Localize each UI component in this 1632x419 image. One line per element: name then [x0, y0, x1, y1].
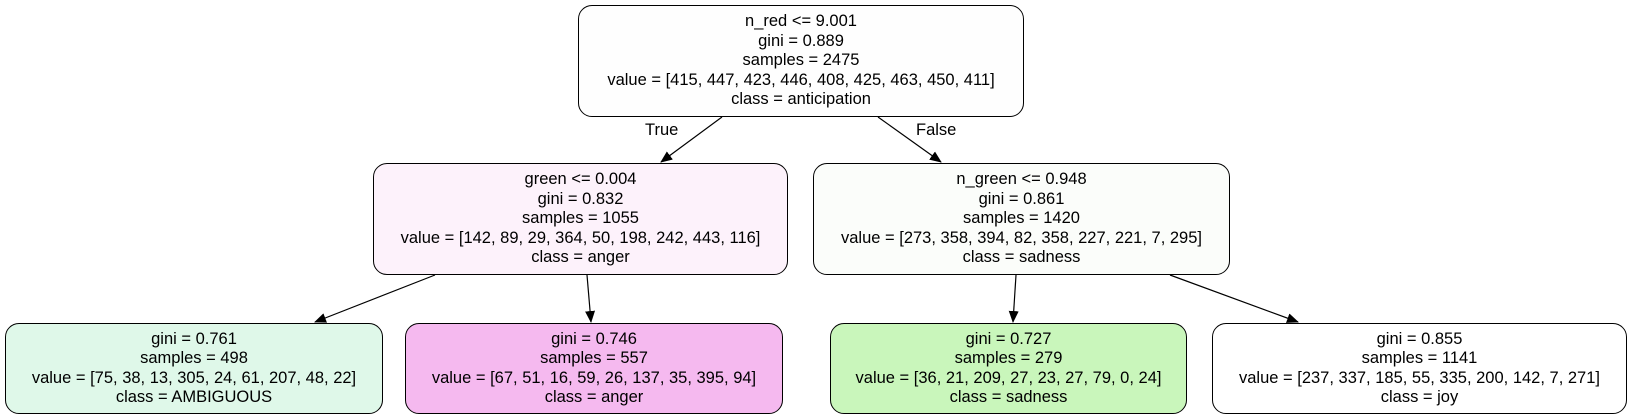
- node-samples-label: samples = 2475: [742, 51, 860, 70]
- node-gini-label: gini = 0.889: [758, 31, 844, 50]
- node-split-label: green <= 0.004: [524, 170, 637, 189]
- edge-left-leaf1: [314, 274, 436, 323]
- node-value-label: value = [75, 38, 13, 305, 24, 61, 207, 4…: [31, 368, 357, 387]
- node-gini-label: gini = 0.832: [537, 189, 624, 208]
- node-value-label: value = [273, 358, 394, 82, 358, 227, 22…: [840, 228, 1202, 247]
- tree-node-right: n_green <= 0.948 gini = 0.861 samples = …: [813, 163, 1230, 275]
- node-gini-label: gini = 0.761: [151, 329, 237, 348]
- node-class-label: class = AMBIGUOUS: [115, 388, 273, 406]
- edge-label-true: True: [645, 121, 679, 139]
- node-samples-label: samples = 1141: [1361, 349, 1478, 367]
- tree-node-left: green <= 0.004 gini = 0.832 samples = 10…: [373, 163, 788, 275]
- tree-leaf-3: gini = 0.727 samples = 279 value = [36, …: [830, 323, 1187, 414]
- node-value-label: value = [36, 21, 209, 27, 23, 27, 79, 0,…: [855, 368, 1162, 387]
- node-value-label: value = [67, 51, 16, 59, 26, 137, 35, 39…: [431, 368, 757, 387]
- tree-leaf-4: gini = 0.855 samples = 1141 value = [237…: [1212, 323, 1627, 414]
- node-gini-label: gini = 0.727: [965, 329, 1052, 348]
- tree-leaf-1: gini = 0.761 samples = 498 value = [75, …: [5, 323, 383, 414]
- tree-node-root: n_red <= 9.001 gini = 0.889 samples = 24…: [578, 5, 1024, 117]
- edge-root-left: [660, 116, 723, 163]
- node-class-label: class = anticipation: [731, 90, 871, 109]
- node-split-label: n_green <= 0.948: [956, 170, 1087, 189]
- edge-right-leaf3: [1008, 274, 1019, 323]
- node-gini-label: gini = 0.855: [1376, 329, 1463, 348]
- edge-label-false: False: [916, 121, 957, 139]
- node-gini-label: gini = 0.746: [551, 329, 637, 348]
- node-value-label: value = [415, 447, 423, 446, 408, 425, 4…: [607, 70, 995, 89]
- node-class-label: class = sadness: [949, 388, 1068, 406]
- node-samples-label: samples = 1055: [522, 209, 639, 228]
- node-class-label: class = anger: [544, 388, 644, 406]
- node-split-label: n_red <= 9.001: [745, 12, 857, 31]
- node-samples-label: samples = 498: [140, 349, 248, 367]
- node-samples-label: samples = 557: [540, 349, 648, 367]
- edge-root-right: [877, 116, 942, 163]
- edge-left-leaf2: [585, 274, 596, 323]
- node-gini-label: gini = 0.861: [978, 189, 1065, 208]
- node-samples-label: samples = 1420: [963, 209, 1080, 228]
- node-class-label: class = anger: [531, 248, 630, 267]
- node-samples-label: samples = 279: [954, 349, 1063, 367]
- node-class-label: class = sadness: [962, 248, 1081, 267]
- tree-leaf-2: gini = 0.746 samples = 557 value = [67, …: [405, 323, 783, 414]
- node-value-label: value = [237, 337, 185, 55, 335, 200, 14…: [1238, 368, 1600, 387]
- node-value-label: value = [142, 89, 29, 364, 50, 198, 242,…: [400, 228, 761, 247]
- edge-right-leaf4: [1169, 274, 1299, 323]
- node-class-label: class = joy: [1380, 388, 1459, 406]
